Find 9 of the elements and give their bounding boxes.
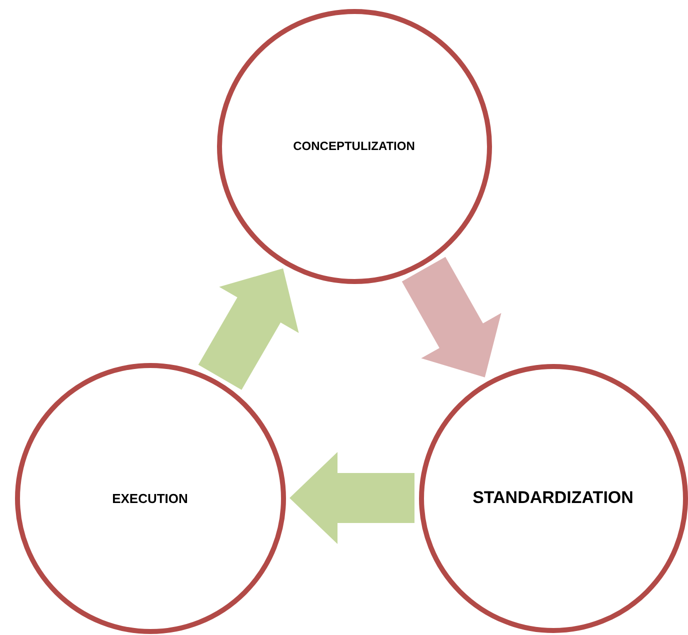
process-circle (418, 364, 688, 632)
process-circle (14, 362, 286, 634)
process-circle (216, 8, 492, 284)
block-arrow (290, 452, 414, 544)
node-label: CONCEPTULIZATION (293, 139, 415, 153)
block-arrow (402, 256, 502, 378)
node-label: EXECUTION (112, 490, 188, 506)
node-label: STANDARDIZATION (472, 488, 634, 508)
block-arrow (198, 268, 299, 390)
